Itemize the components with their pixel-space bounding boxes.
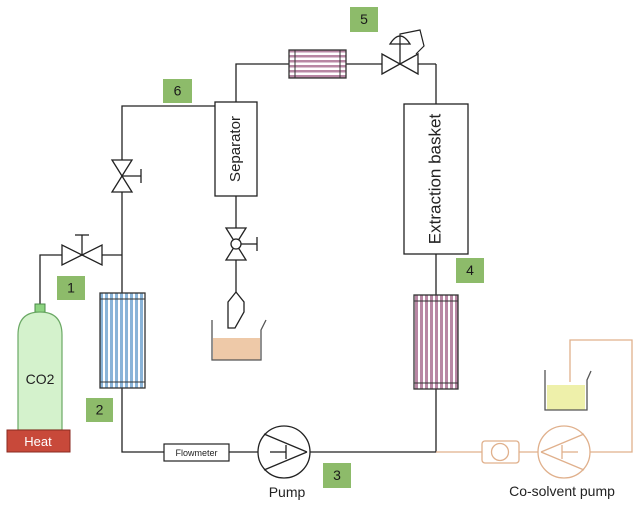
recycle-valve-icon (110, 159, 142, 193)
collector-nozzle-icon (227, 290, 245, 329)
heat-exchanger-cooler (99, 292, 146, 389)
heat-exchanger-top (288, 49, 347, 79)
co2-cylinder (17, 303, 63, 431)
cosolvent-reservoir (544, 370, 592, 411)
heat-block (6, 429, 71, 453)
step-marker-1-label: 1 (67, 280, 75, 296)
step-marker-2-label: 2 (96, 402, 104, 418)
step-marker-6: 6 (163, 79, 192, 103)
separator-vessel (214, 101, 258, 197)
step-marker-5-label: 5 (360, 11, 368, 27)
extraction-basket-label: Extraction basket (425, 114, 444, 245)
step-marker-3: 3 (323, 463, 351, 488)
separator-label: Separator (227, 116, 244, 182)
step-marker-6-label: 6 (174, 83, 182, 99)
flowmeter-box (163, 443, 230, 462)
cosolvent-pump-icon (537, 425, 591, 479)
back-pressure-valve-icon (381, 29, 425, 76)
step-marker-4: 4 (456, 258, 484, 283)
pump-icon (257, 425, 311, 479)
step-marker-5: 5 (350, 7, 378, 32)
step-marker-4-label: 4 (466, 262, 474, 278)
flowmeter-label: Flowmeter (175, 448, 217, 458)
co2-valve-icon (61, 234, 103, 267)
heat-exchanger-heater (413, 294, 459, 390)
separator-collector (211, 319, 267, 361)
extraction-basket-vessel (403, 103, 469, 255)
cosolvent-pump-label: Co-solvent pump (509, 483, 615, 499)
pump-label: Pump (269, 484, 306, 500)
co2-label: CO2 (26, 371, 55, 387)
cosolvent-check-valve (481, 440, 520, 464)
separator-drain-valve-icon (224, 227, 258, 261)
heat-label: Heat (24, 434, 52, 449)
cosolvent-line (436, 339, 633, 479)
step-marker-1: 1 (57, 276, 85, 300)
step-marker-3-label: 3 (333, 467, 341, 483)
step-marker-2: 2 (86, 398, 113, 422)
